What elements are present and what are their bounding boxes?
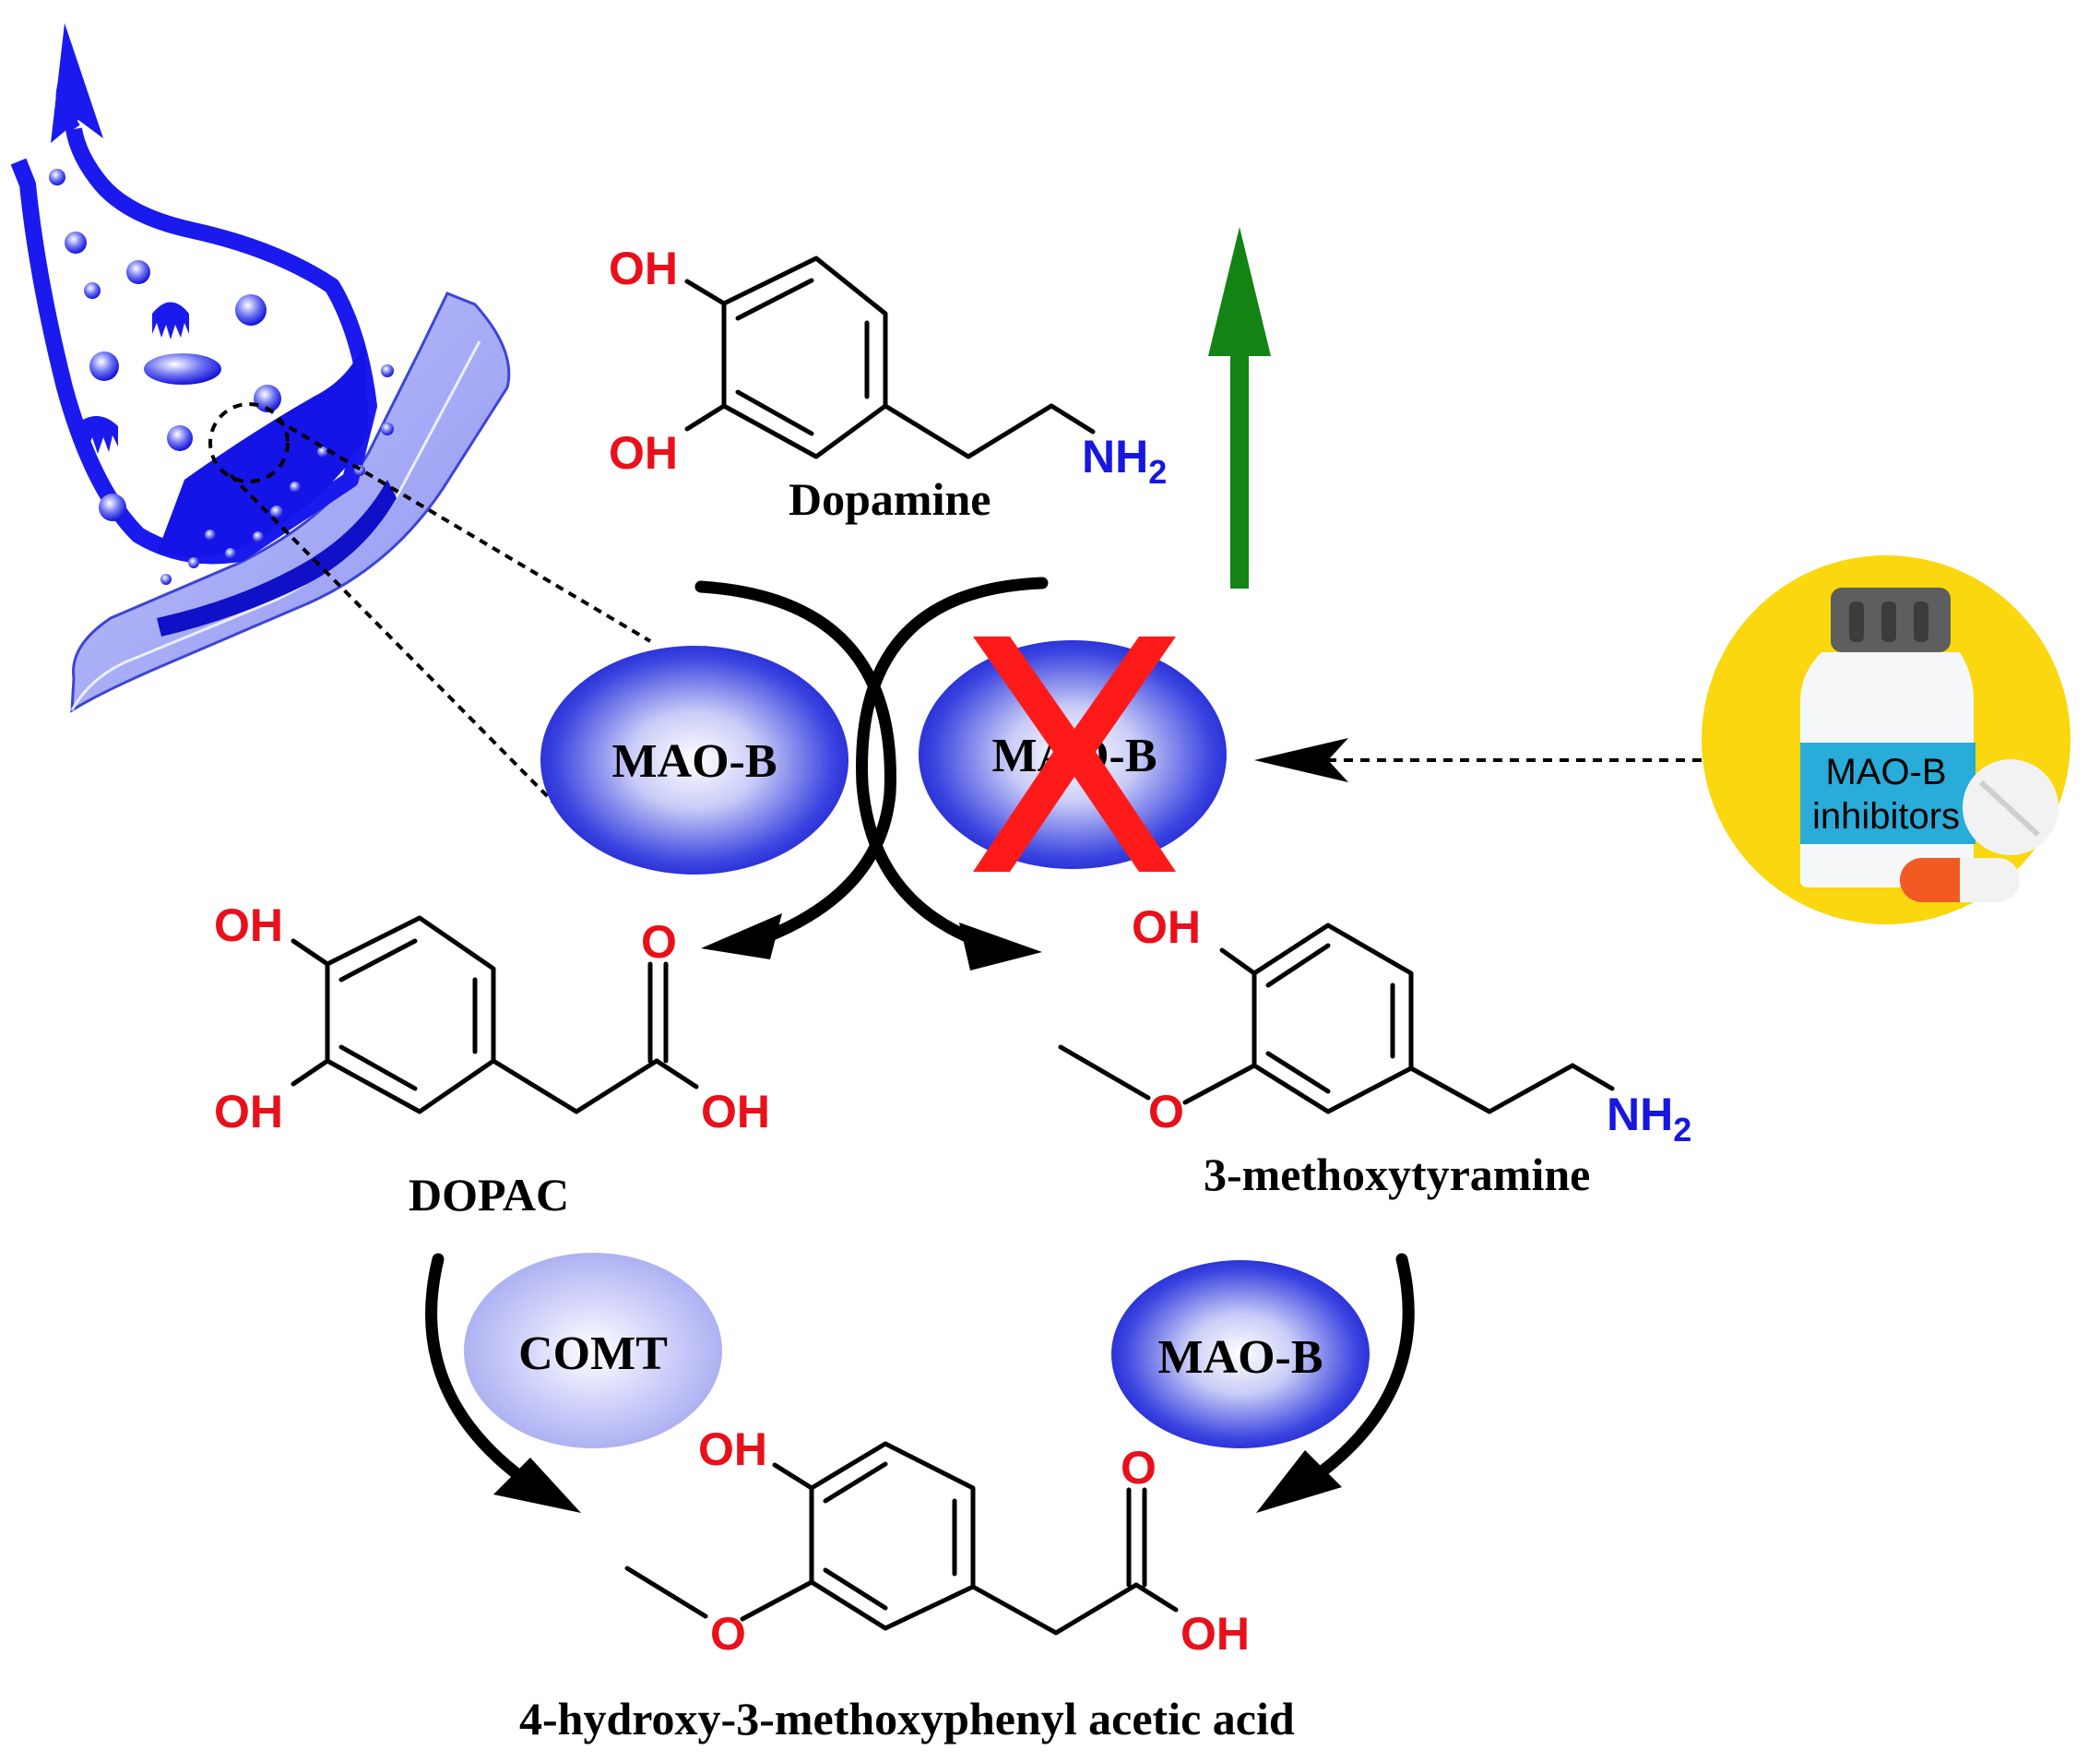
presynaptic-terminal-outline xyxy=(10,127,377,565)
postsynaptic-membrane xyxy=(70,292,511,713)
magnify-circle xyxy=(208,402,290,483)
hva-carbonyl-o: O xyxy=(1121,1442,1157,1494)
maob-active-label: MAO-B xyxy=(611,735,777,788)
dopac-acid-oh: OH xyxy=(701,1086,770,1137)
synaptic-vesicles xyxy=(49,169,394,585)
methoxytyramine-amine: NH2 xyxy=(1607,1089,1691,1149)
hva-oh-top: OH xyxy=(698,1423,767,1475)
methoxytyramine-ether-o: O xyxy=(1148,1086,1184,1137)
mao-b-inhibitor-bottle-icon: MAO-B inhibitors xyxy=(1702,555,2070,924)
zoom-line-top xyxy=(275,418,652,643)
neuron-synapse-illustration xyxy=(10,23,652,827)
dopamine-structure: OH OH NH2 Dopamine xyxy=(609,243,1167,525)
drug-label-line2: inhibitors xyxy=(1812,796,1960,837)
dopac-oh-top: OH xyxy=(214,899,283,951)
bottle-label xyxy=(1800,743,1975,844)
maob-lower-enzyme xyxy=(1111,1260,1370,1448)
dopac-structure: OH OH O OH DOPAC xyxy=(214,899,770,1220)
maob-lower-label: MAO-B xyxy=(1157,1331,1323,1384)
methoxytyramine-name: 3-methoxytyramine xyxy=(1204,1149,1590,1200)
red-cross-icon xyxy=(973,637,1176,872)
active-zone xyxy=(157,341,369,558)
zoom-line-bottom xyxy=(229,473,578,827)
hva-name: 4-hydroxy-3-methoxyphenyl acetic acid xyxy=(519,1693,1295,1744)
comt-enzyme xyxy=(464,1253,722,1448)
axon-up-arrow-icon xyxy=(51,23,103,143)
dopamine-oh-top: OH xyxy=(609,243,678,294)
dopamine-name: Dopamine xyxy=(789,473,991,525)
mitochondrion xyxy=(144,353,221,385)
maob-active-enzyme xyxy=(540,646,848,875)
inhibition-dashed-arrow xyxy=(1254,738,1702,782)
hva-ether-o: O xyxy=(710,1608,746,1660)
hva-structure: OH O O OH 4-hydroxy-3-methoxyphenyl acet… xyxy=(519,1423,1295,1744)
comt-label: COMT xyxy=(518,1327,668,1380)
green-up-arrow-icon xyxy=(1208,227,1271,589)
dopac-oh-bottom: OH xyxy=(214,1086,283,1137)
organelle-clusters xyxy=(74,302,189,454)
methoxytyramine-oh-top: OH xyxy=(1132,901,1201,953)
drug-label-line1: MAO-B xyxy=(1825,752,1946,792)
conversion-curved-arrows xyxy=(694,577,1049,970)
hva-acid-oh: OH xyxy=(1181,1608,1250,1660)
synaptic-cleft xyxy=(157,480,397,637)
dopamine-amine: NH2 xyxy=(1082,431,1167,491)
dopamine-oh-bottom: OH xyxy=(609,427,678,479)
lower-curved-arrows xyxy=(425,1253,1415,1513)
dopac-name: DOPAC xyxy=(409,1169,569,1220)
dopac-carbonyl-o: O xyxy=(641,916,677,968)
methoxytyramine-structure: OH O NH2 3-methoxytyramine xyxy=(1058,901,1691,1200)
